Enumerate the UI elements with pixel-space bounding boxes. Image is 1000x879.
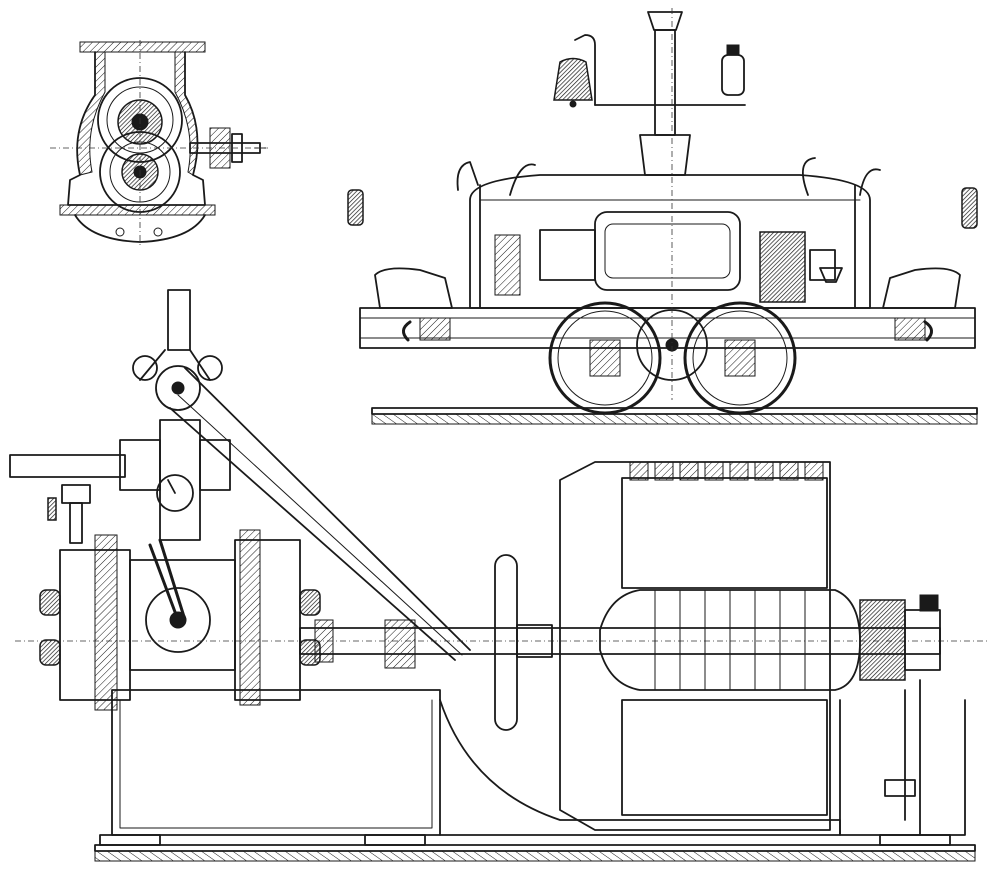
engine-crank-disc [145,587,211,653]
dynamo-upper-coil [621,477,828,589]
pressure-gauge [156,474,194,512]
engine-pedestal [111,689,441,836]
locomotive-bell [553,57,593,101]
dynamo-field-frame [559,461,831,831]
locomotive-body [469,174,871,309]
locomotive-seat-right [882,267,961,309]
engine-dynamo-view [9,289,990,862]
locomotive-wheel-left [548,301,662,415]
locomotive-rail [371,407,978,415]
dynamo-base [439,699,841,836]
locomotive-controller [759,231,806,303]
locomotive-view [347,8,978,425]
flywheel [494,554,518,731]
pump-top-flange [79,41,206,53]
ground-line [94,844,976,852]
locomotive-lamp [721,54,745,96]
engine-exhaust-pipe [9,454,126,478]
locomotive-wheel-right [683,301,797,415]
pump-section-view [50,40,270,248]
drive-belt [169,367,471,661]
dynamo-top-bars [629,461,824,481]
locomotive-seat-left [374,267,453,309]
dynamo-brush-gear [859,599,906,681]
dynamo-lower-coil [621,699,828,816]
governor-pulley [155,365,201,411]
